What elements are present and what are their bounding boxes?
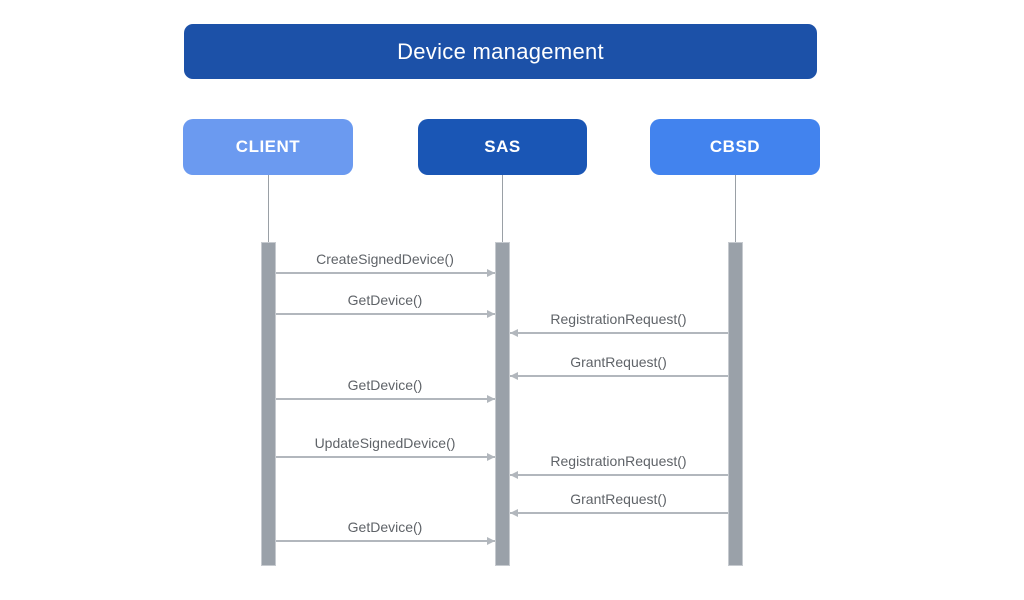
actor-box-client: CLIENT (183, 119, 353, 175)
arrow-right-icon (486, 310, 495, 318)
message-line (275, 456, 495, 458)
message-line (275, 398, 495, 400)
arrow-left-icon (509, 329, 518, 337)
actor-label-cbsd: CBSD (709, 137, 761, 156)
diagram-title-bar: Device management (184, 24, 817, 79)
message-label: GetDevice() (347, 292, 423, 308)
actor-box-sas: SAS (418, 119, 587, 175)
message-label: GrantRequest() (570, 491, 667, 507)
message-line (275, 313, 495, 315)
diagram-title: Device management (397, 38, 604, 64)
message-label: UpdateSignedDevice() (314, 435, 456, 451)
arrow-left-icon (509, 372, 518, 380)
message-label: CreateSignedDevice() (316, 251, 454, 267)
lifeline-cbsd (734, 175, 736, 242)
activation-bar-cbsd (727, 242, 743, 566)
lifeline-sas (501, 175, 503, 242)
actor-box-cbsd: CBSD (650, 119, 820, 175)
arrow-right-icon (486, 269, 495, 277)
arrow-left-icon (509, 509, 518, 517)
message-line (509, 474, 728, 476)
message-line (509, 512, 728, 514)
message-line (509, 375, 728, 377)
message-label: GrantRequest() (570, 354, 667, 370)
arrow-right-icon (486, 395, 495, 403)
message-line (509, 332, 728, 334)
message-label: RegistrationRequest() (550, 311, 687, 327)
message-label: RegistrationRequest() (550, 453, 687, 469)
message-label: GetDevice() (347, 377, 423, 393)
arrow-right-icon (486, 453, 495, 461)
activation-bar-client (260, 242, 276, 566)
arrow-left-icon (509, 471, 518, 479)
actor-label-client: CLIENT (235, 137, 301, 156)
actor-label-sas: SAS (484, 137, 521, 156)
message-line (275, 272, 495, 274)
activation-bar-sas (494, 242, 510, 566)
arrow-right-icon (486, 537, 495, 545)
lifeline-client (267, 175, 269, 242)
message-line (275, 540, 495, 542)
message-label: GetDevice() (347, 519, 423, 535)
